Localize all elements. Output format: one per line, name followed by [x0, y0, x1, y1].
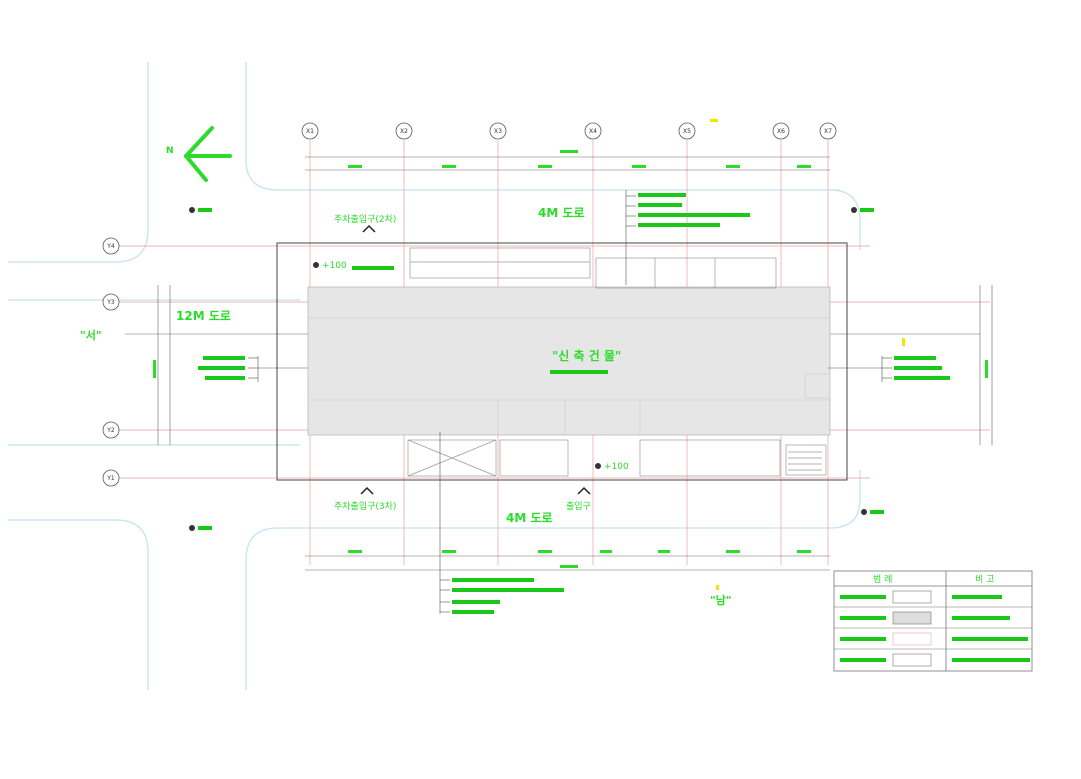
south-marker-label: "남" — [710, 594, 732, 607]
grid-x-bubbles — [301, 122, 837, 140]
road-boundaries — [8, 62, 861, 690]
grid-label-y4: Y4 — [106, 243, 115, 250]
grid-label-x3: X3 — [494, 128, 502, 135]
grid-label-x7: X7 — [824, 128, 832, 135]
level-label-top: +100 — [322, 261, 347, 271]
level-label-bottom: +100 — [604, 462, 629, 472]
north-marker-label: N — [166, 146, 174, 156]
annex-structures — [407, 247, 827, 477]
building-footprint — [307, 286, 831, 436]
parking-entry-north-label: 주차출입구(2차) — [334, 213, 396, 225]
building-name-label: "신 축 건 물" — [552, 348, 621, 363]
grid-label-y2: Y2 — [106, 427, 115, 434]
dimension-tick-labels — [153, 150, 988, 568]
annotation-text-marks — [198, 193, 950, 614]
grid-y-bubbles — [102, 237, 120, 487]
grid-label-y1: Y1 — [106, 475, 115, 482]
grid-label-x6: X6 — [777, 128, 785, 135]
grid-label-x4: X4 — [589, 128, 597, 135]
legend-header-remark: 비 고 — [975, 574, 994, 585]
south-road-label: 4M 도로 — [506, 511, 553, 525]
legend-header-symbol: 범 례 — [873, 574, 892, 585]
main-entry-label: 출입구 — [566, 500, 591, 512]
grid-label-y3: Y3 — [106, 299, 115, 306]
north-road-label: 4M 도로 — [538, 206, 585, 220]
grid-label-x2: X2 — [400, 128, 408, 135]
legend-table — [833, 570, 1033, 672]
grid-label-x1: X1 — [306, 128, 314, 135]
north-arrow-icon — [184, 126, 232, 182]
corner-marker-icons — [189, 207, 867, 531]
entrance-chevron-icons — [360, 224, 591, 495]
accent-marks — [710, 119, 905, 590]
corner-marker-text-marks — [198, 208, 884, 530]
west-marker-label: "서" — [80, 328, 102, 342]
level-marker-icons — [313, 262, 601, 469]
west-road-label: 12M 도로 — [176, 309, 231, 323]
grid-label-x5: X5 — [683, 128, 691, 135]
annotation-leader-lines — [248, 190, 892, 614]
site-boundary — [276, 242, 848, 481]
building-internal-lines — [308, 317, 831, 435]
parking-entry-south-label: 주차출입구(3차) — [334, 500, 396, 512]
dimension-lines — [125, 156, 993, 571]
